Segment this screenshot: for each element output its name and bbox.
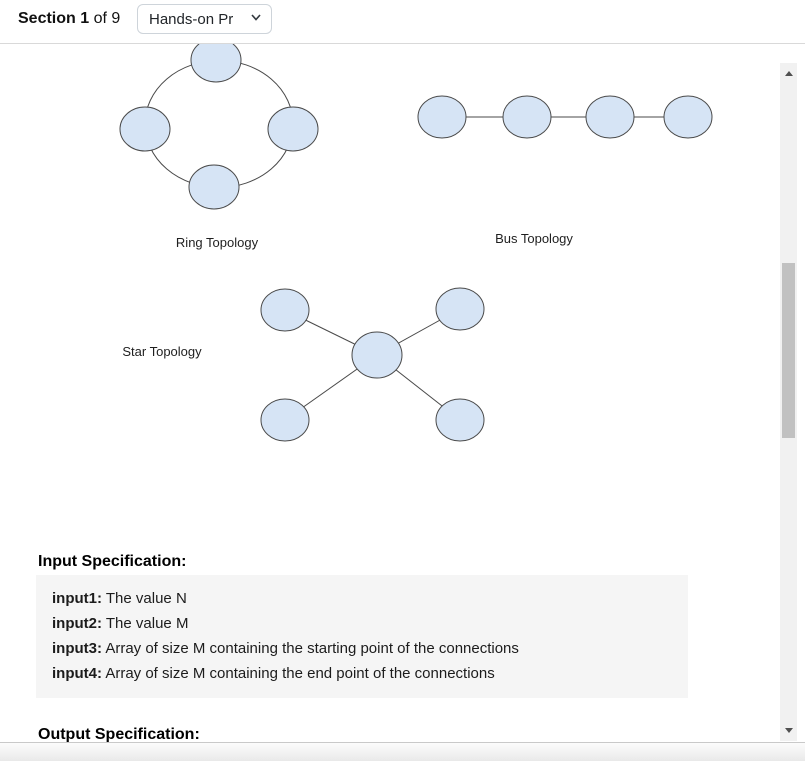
network-node [188,164,240,210]
network-node [435,287,485,331]
network-node [502,95,552,139]
network-node [267,106,319,152]
scroll-up-icon [784,71,793,76]
network-node [585,95,635,139]
network-node [190,44,242,83]
network-topology-diagram [119,44,713,442]
output-specification-heading: Output Specification: [38,726,200,742]
scrollbar-thumb[interactable] [782,263,795,438]
scroll-down-icon [784,728,793,733]
input-spec-item: input1: The value N [52,590,187,607]
scroll-up-button[interactable] [780,65,797,82]
network-node [119,106,171,152]
network-node [260,398,310,442]
network-node [417,95,467,139]
input-spec-item: input2: The value M [52,615,189,632]
input-specification-heading: Input Specification: [38,553,187,570]
question-content-area: Ring Topology Bus Topology Star Topology… [0,44,805,742]
input-spec-item: input4: Array of size M containing the e… [52,665,495,682]
input-spec-item: input3: Array of size M containing the s… [52,640,519,657]
section-dropdown[interactable]: Hands-on Pr [137,4,272,34]
ring-topology-label: Ring Topology [175,235,259,250]
bus-topology [417,95,713,139]
bus-topology-label: Bus Topology [495,231,573,246]
section-header-bar: Section 1 of 9 Hands-on Pr [0,0,805,44]
network-node-hub [351,331,403,379]
network-node [260,288,310,332]
network-node [435,398,485,442]
chevron-down-icon [249,10,263,28]
ring-topology [119,44,319,210]
network-node [663,95,713,139]
footer-bar [0,742,805,761]
star-topology-label: Star Topology [122,344,202,359]
star-topology [260,287,485,442]
vertical-scrollbar[interactable] [780,63,797,741]
scroll-down-button[interactable] [780,722,797,739]
input-specification-box: input1: The value N input2: The value M … [36,575,688,698]
section-dropdown-value: Hands-on Pr [149,10,234,28]
section-progress-label: Section 1 of 9 [18,10,121,27]
